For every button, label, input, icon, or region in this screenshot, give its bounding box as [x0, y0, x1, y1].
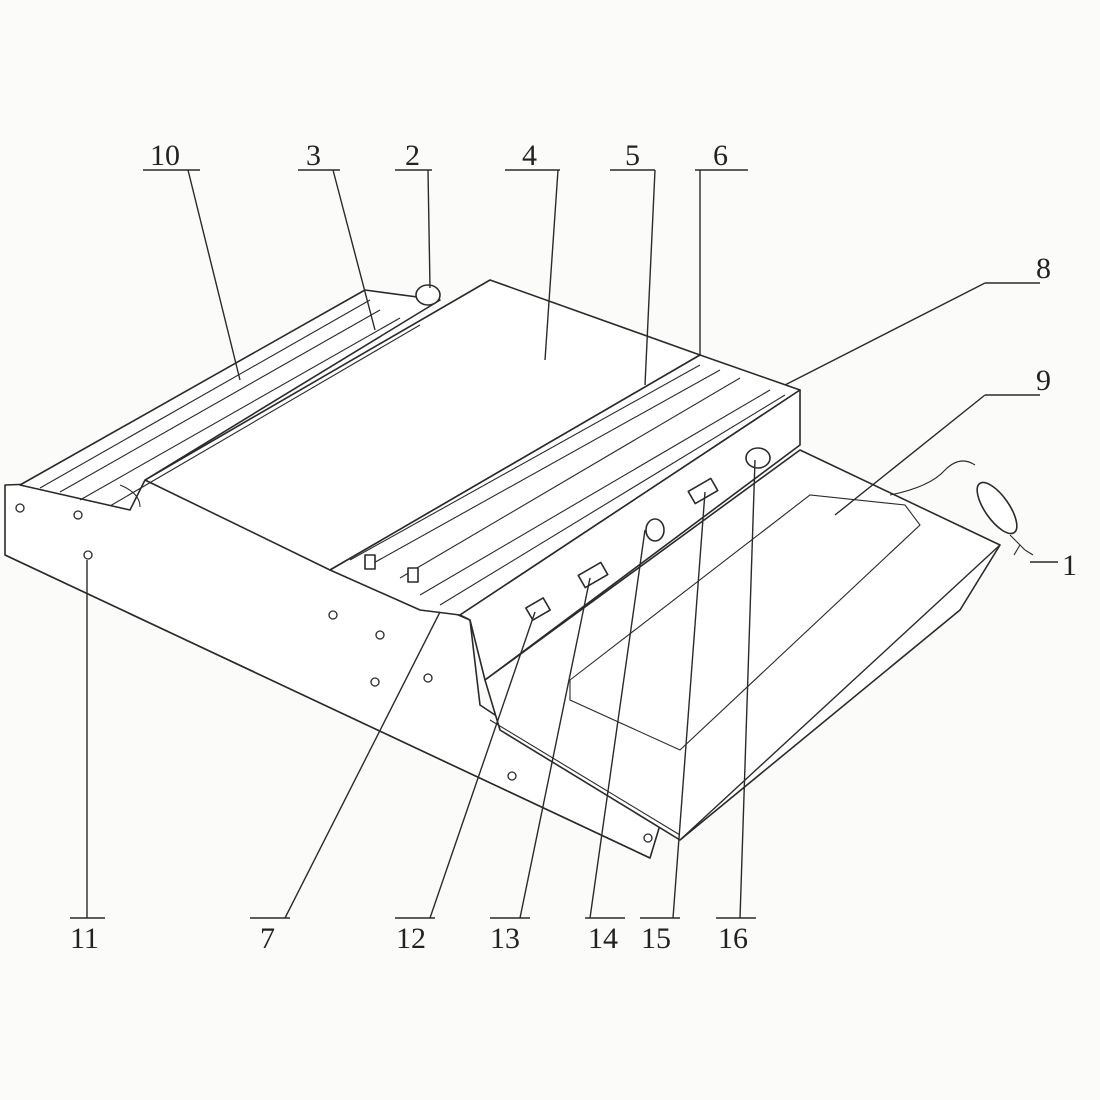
label-14: 14 [588, 922, 618, 955]
switch-12 [525, 597, 551, 621]
hot-plate-tray [484, 449, 1001, 841]
label-15: 15 [641, 922, 671, 955]
cord-strain-relief [976, 481, 1018, 535]
label-6: 6 [713, 139, 728, 172]
label-3: 3 [306, 139, 321, 172]
roller-end [407, 567, 419, 583]
label-5: 5 [625, 139, 640, 172]
roller-end [364, 554, 376, 570]
label-12: 12 [396, 922, 426, 955]
label-7: 7 [260, 922, 275, 955]
power-cord [889, 460, 976, 496]
knob-16 [745, 447, 771, 469]
label-2: 2 [405, 139, 420, 172]
part-labels: 10 3 2 4 5 6 8 9 1 11 7 12 13 14 15 16 [70, 139, 1077, 955]
knob-14 [645, 518, 665, 542]
machine-body [4, 279, 1034, 859]
label-1: 1 [1062, 549, 1077, 582]
label-9: 9 [1036, 364, 1051, 397]
plug-icon [1009, 534, 1034, 556]
label-11: 11 [70, 922, 99, 955]
label-4: 4 [522, 139, 537, 172]
knob-2 [415, 284, 441, 306]
label-13: 13 [490, 922, 520, 955]
label-16: 16 [718, 922, 748, 955]
leader-lines [70, 169, 1058, 919]
label-8: 8 [1036, 252, 1051, 285]
indicator-15 [687, 477, 719, 505]
label-10: 10 [150, 139, 180, 172]
indicator-13 [577, 561, 609, 589]
